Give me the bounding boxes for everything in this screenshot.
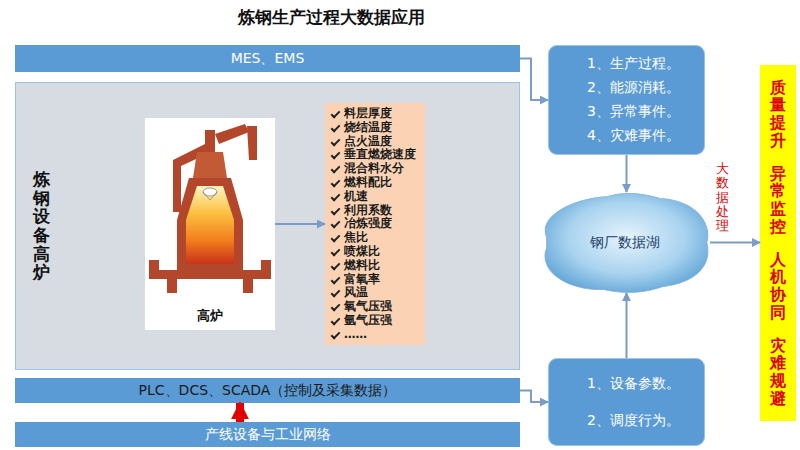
- parameter-item: ……: [344, 328, 421, 342]
- node-text: PLC、DCS、SCADA（控制及采集数据）: [139, 382, 397, 400]
- parameter-item: 焦比: [344, 231, 421, 245]
- parameter-item: 燃料比: [344, 259, 421, 273]
- parameter-item: 风温: [344, 286, 421, 300]
- outcome-column: 质量提升异常监控人机协同灾难规避: [760, 65, 796, 421]
- node-text: 人机协同: [770, 251, 786, 321]
- node-text: 4、灾难事件。: [587, 127, 698, 145]
- parameter-item: 机速: [344, 190, 421, 204]
- flow-arrow: [520, 391, 548, 403]
- node-text: 炼钢设备高炉: [33, 170, 50, 282]
- node-text: 2、能源消耗。: [587, 79, 698, 97]
- node-text: 灾难规避: [770, 337, 786, 407]
- node-text: 2、调度行为。: [587, 412, 698, 430]
- process-box: 1、设备参数。 2、调度行为。: [548, 358, 705, 446]
- parameter-item: 氧气压强: [344, 300, 421, 314]
- parameter-item: 冶炼强度: [344, 217, 421, 231]
- network-band: 产线设备与工业网络: [15, 422, 520, 447]
- blast-furnace-illustration: [145, 120, 275, 305]
- system-band: MES、EMS: [15, 45, 520, 72]
- signal-arrow: [236, 403, 244, 422]
- node-text: 产线设备与工业网络: [205, 426, 331, 444]
- parameter-item: 料层厚度: [344, 107, 421, 121]
- flow-arrow: [520, 59, 548, 101]
- node-text: 3、异常事件。: [587, 103, 698, 121]
- node-text: 1、设备参数。: [587, 375, 698, 393]
- control-band: PLC、DCS、SCADA（控制及采集数据）: [15, 378, 520, 403]
- parameter-item: 富氧率: [344, 273, 421, 287]
- flow-arrow: [626, 293, 628, 358]
- equipment-panel: 炼钢设备高炉 高炉 料层厚度烧结温度点火温度垂直燃烧速度混合料水分燃料配比机速利用…: [15, 82, 520, 370]
- node-text: 质量提升: [770, 79, 786, 149]
- process-box: 1、生产过程。 2、能源消耗。 3、异常事件。 4、灾难事件。: [548, 45, 705, 155]
- process-label: 大数据处理: [716, 162, 729, 233]
- node-text: MES、EMS: [231, 50, 305, 68]
- flow-arrow: [710, 242, 760, 244]
- parameter-item: 氩气压强: [344, 314, 421, 328]
- parameter-item: 点火温度: [344, 135, 421, 149]
- parameter-item: 混合料水分: [344, 162, 421, 176]
- parameter-item: 喷煤比: [344, 245, 421, 259]
- furnace-box: 高炉: [145, 118, 275, 330]
- data-lake: 钢厂数据湖: [538, 190, 712, 295]
- node-text: 高炉: [197, 307, 223, 325]
- parameter-item: 利用系数: [344, 204, 421, 218]
- parameter-item: 燃料配比: [344, 176, 421, 190]
- node-text: 异常监控: [770, 165, 786, 235]
- node-text: 钢厂数据湖: [590, 234, 660, 252]
- diagram-title: 炼钢生产过程大数据应用: [0, 6, 662, 29]
- node-text: 1、生产过程。: [587, 55, 698, 73]
- parameter-item: 垂直燃烧速度: [344, 148, 421, 162]
- flow-arrow: [275, 223, 325, 225]
- parameter-item: 烧结温度: [344, 121, 421, 135]
- parameter-list: 料层厚度烧结温度点火温度垂直燃烧速度混合料水分燃料配比机速利用系数冶炼强度焦比喷…: [325, 103, 425, 345]
- flow-arrow: [626, 155, 628, 192]
